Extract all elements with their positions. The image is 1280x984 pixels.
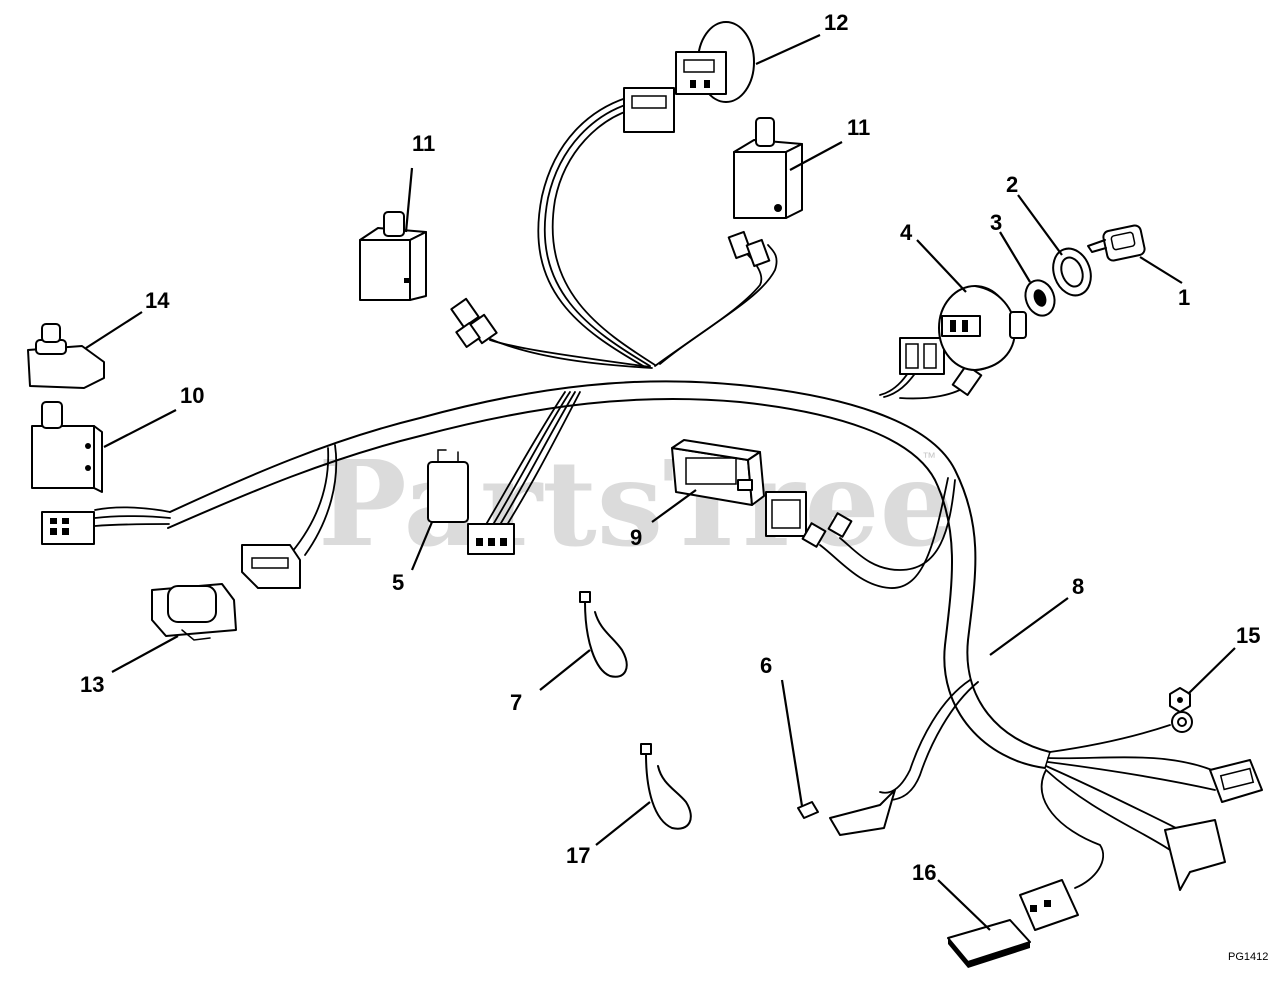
seat-switch-right-icon (733, 117, 803, 219)
ignition-switch-icon (938, 285, 1027, 371)
ignition-wires (879, 337, 983, 400)
callout-10: 10 (180, 383, 204, 408)
callout-2: 2 (1006, 172, 1018, 197)
cable-tie-icon (579, 591, 628, 678)
pad-icon (947, 919, 1031, 968)
lower-wire-bundle (467, 391, 581, 555)
nut-icon (1024, 279, 1056, 317)
hex-nut-icon (1169, 687, 1191, 713)
callout-8: 8 (1072, 574, 1084, 599)
seat-switch-left-icon (359, 211, 427, 301)
callout-4: 4 (900, 220, 913, 245)
watermark: PartsTree ™ (318, 434, 955, 573)
upper-wire-bundle (450, 87, 778, 369)
callout-12: 12 (824, 10, 848, 35)
relay-icon (427, 449, 469, 523)
callout-13: 13 (80, 672, 104, 697)
callout-11-right: 11 (847, 115, 870, 140)
callout-9: 9 (630, 525, 642, 550)
callout-14: 14 (145, 288, 170, 313)
key-icon (1087, 224, 1146, 262)
solenoid-icon (151, 583, 237, 641)
callouts: 1 2 3 4 5 6 7 8 9 10 11 11 12 13 14 15 1… (80, 10, 1260, 885)
brake-switch-icon (27, 323, 105, 389)
callout-3: 3 (990, 210, 1002, 235)
main-harness (41, 380, 1051, 769)
callout-16: 16 (912, 860, 936, 885)
left-drop-wires (241, 444, 338, 589)
callout-15: 15 (1236, 623, 1260, 648)
bezel-ring-icon (1052, 247, 1092, 297)
plunger-switch-icon (31, 401, 103, 493)
cable-tie-lower-icon (640, 743, 692, 830)
watermark-trademark: ™ (922, 449, 936, 465)
diagram-reference: PG1412 (1228, 951, 1268, 963)
clip-icon (797, 801, 819, 819)
callout-1: 1 (1178, 285, 1190, 310)
module-icon (671, 439, 765, 506)
callout-11-left: 11 (412, 131, 435, 156)
callout-6: 6 (760, 653, 772, 678)
right-drop-wires (765, 477, 956, 589)
callout-5: 5 (392, 570, 404, 595)
harness-tail-wires (829, 679, 1263, 931)
callout-17: 17 (566, 843, 590, 868)
leader-lines (85, 33, 1236, 931)
lamp-socket-icon (675, 21, 755, 103)
watermark-text: PartsTree (318, 434, 955, 573)
callout-7: 7 (510, 690, 522, 715)
